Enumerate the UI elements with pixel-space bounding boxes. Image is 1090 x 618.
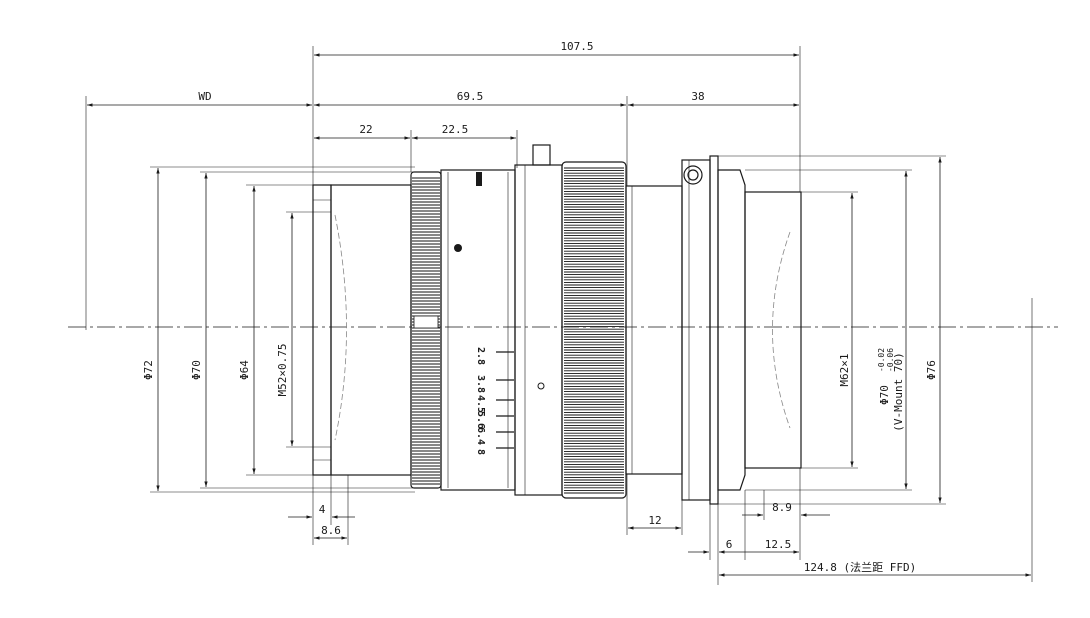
dim-bottom-4: 4: [319, 503, 326, 516]
dimension-lines: [85, 46, 1033, 585]
aperture-ring: [514, 144, 563, 496]
rear-tube: [625, 185, 683, 475]
focus-ring: [410, 171, 442, 489]
dim-front-ring: 22: [359, 123, 372, 136]
aperture-mark: 5.6: [475, 411, 486, 429]
aperture-mark: 3.8: [475, 375, 486, 393]
v-mount-flange: [681, 155, 719, 505]
mount-thread: [717, 169, 802, 491]
dim-mount-dia: Φ70: [878, 385, 891, 405]
dim-bottom-12-5: 12.5: [765, 538, 792, 551]
iris-knurled-ring: [561, 161, 627, 499]
front-cap: [312, 184, 412, 476]
dim-flange-focal-distance: 124.8 (法兰距 FFD): [804, 560, 916, 574]
dim-dia-64: Φ64: [238, 360, 251, 380]
dim-dia-72: Φ72: [142, 360, 155, 380]
dim-mount-thread: M62×1: [838, 353, 851, 386]
aperture-mark: 2.8: [475, 347, 486, 365]
aperture-mark: 6.4: [475, 427, 486, 445]
dim-bottom-12: 12: [648, 514, 661, 527]
dim-bottom-6: 6: [726, 538, 733, 551]
dim-bottom-8-9: 8.9: [772, 501, 792, 514]
dim-rear-section: 38: [691, 90, 704, 103]
dim-filter-thread: M52×0.75: [276, 344, 289, 397]
dim-dia-76: Φ76: [925, 360, 938, 380]
dim-overall-length: 107.5: [560, 40, 593, 53]
dim-working-distance: WD: [198, 90, 211, 103]
dim-mount-name: (V-Mount 70): [892, 352, 905, 431]
dim-mount-tol-lower: -0.06: [886, 348, 895, 372]
dim-bottom-8-6: 8.6: [321, 524, 341, 537]
dim-mount-tol-upper: -0.02: [877, 348, 886, 372]
aperture-mark: 4.5: [475, 395, 486, 413]
dim-front-section: 69.5: [457, 90, 484, 103]
aperture-mark: 8: [475, 449, 486, 455]
dim-dia-70: Φ70: [190, 360, 203, 380]
dim-focus-ring: 22.5: [442, 123, 469, 136]
